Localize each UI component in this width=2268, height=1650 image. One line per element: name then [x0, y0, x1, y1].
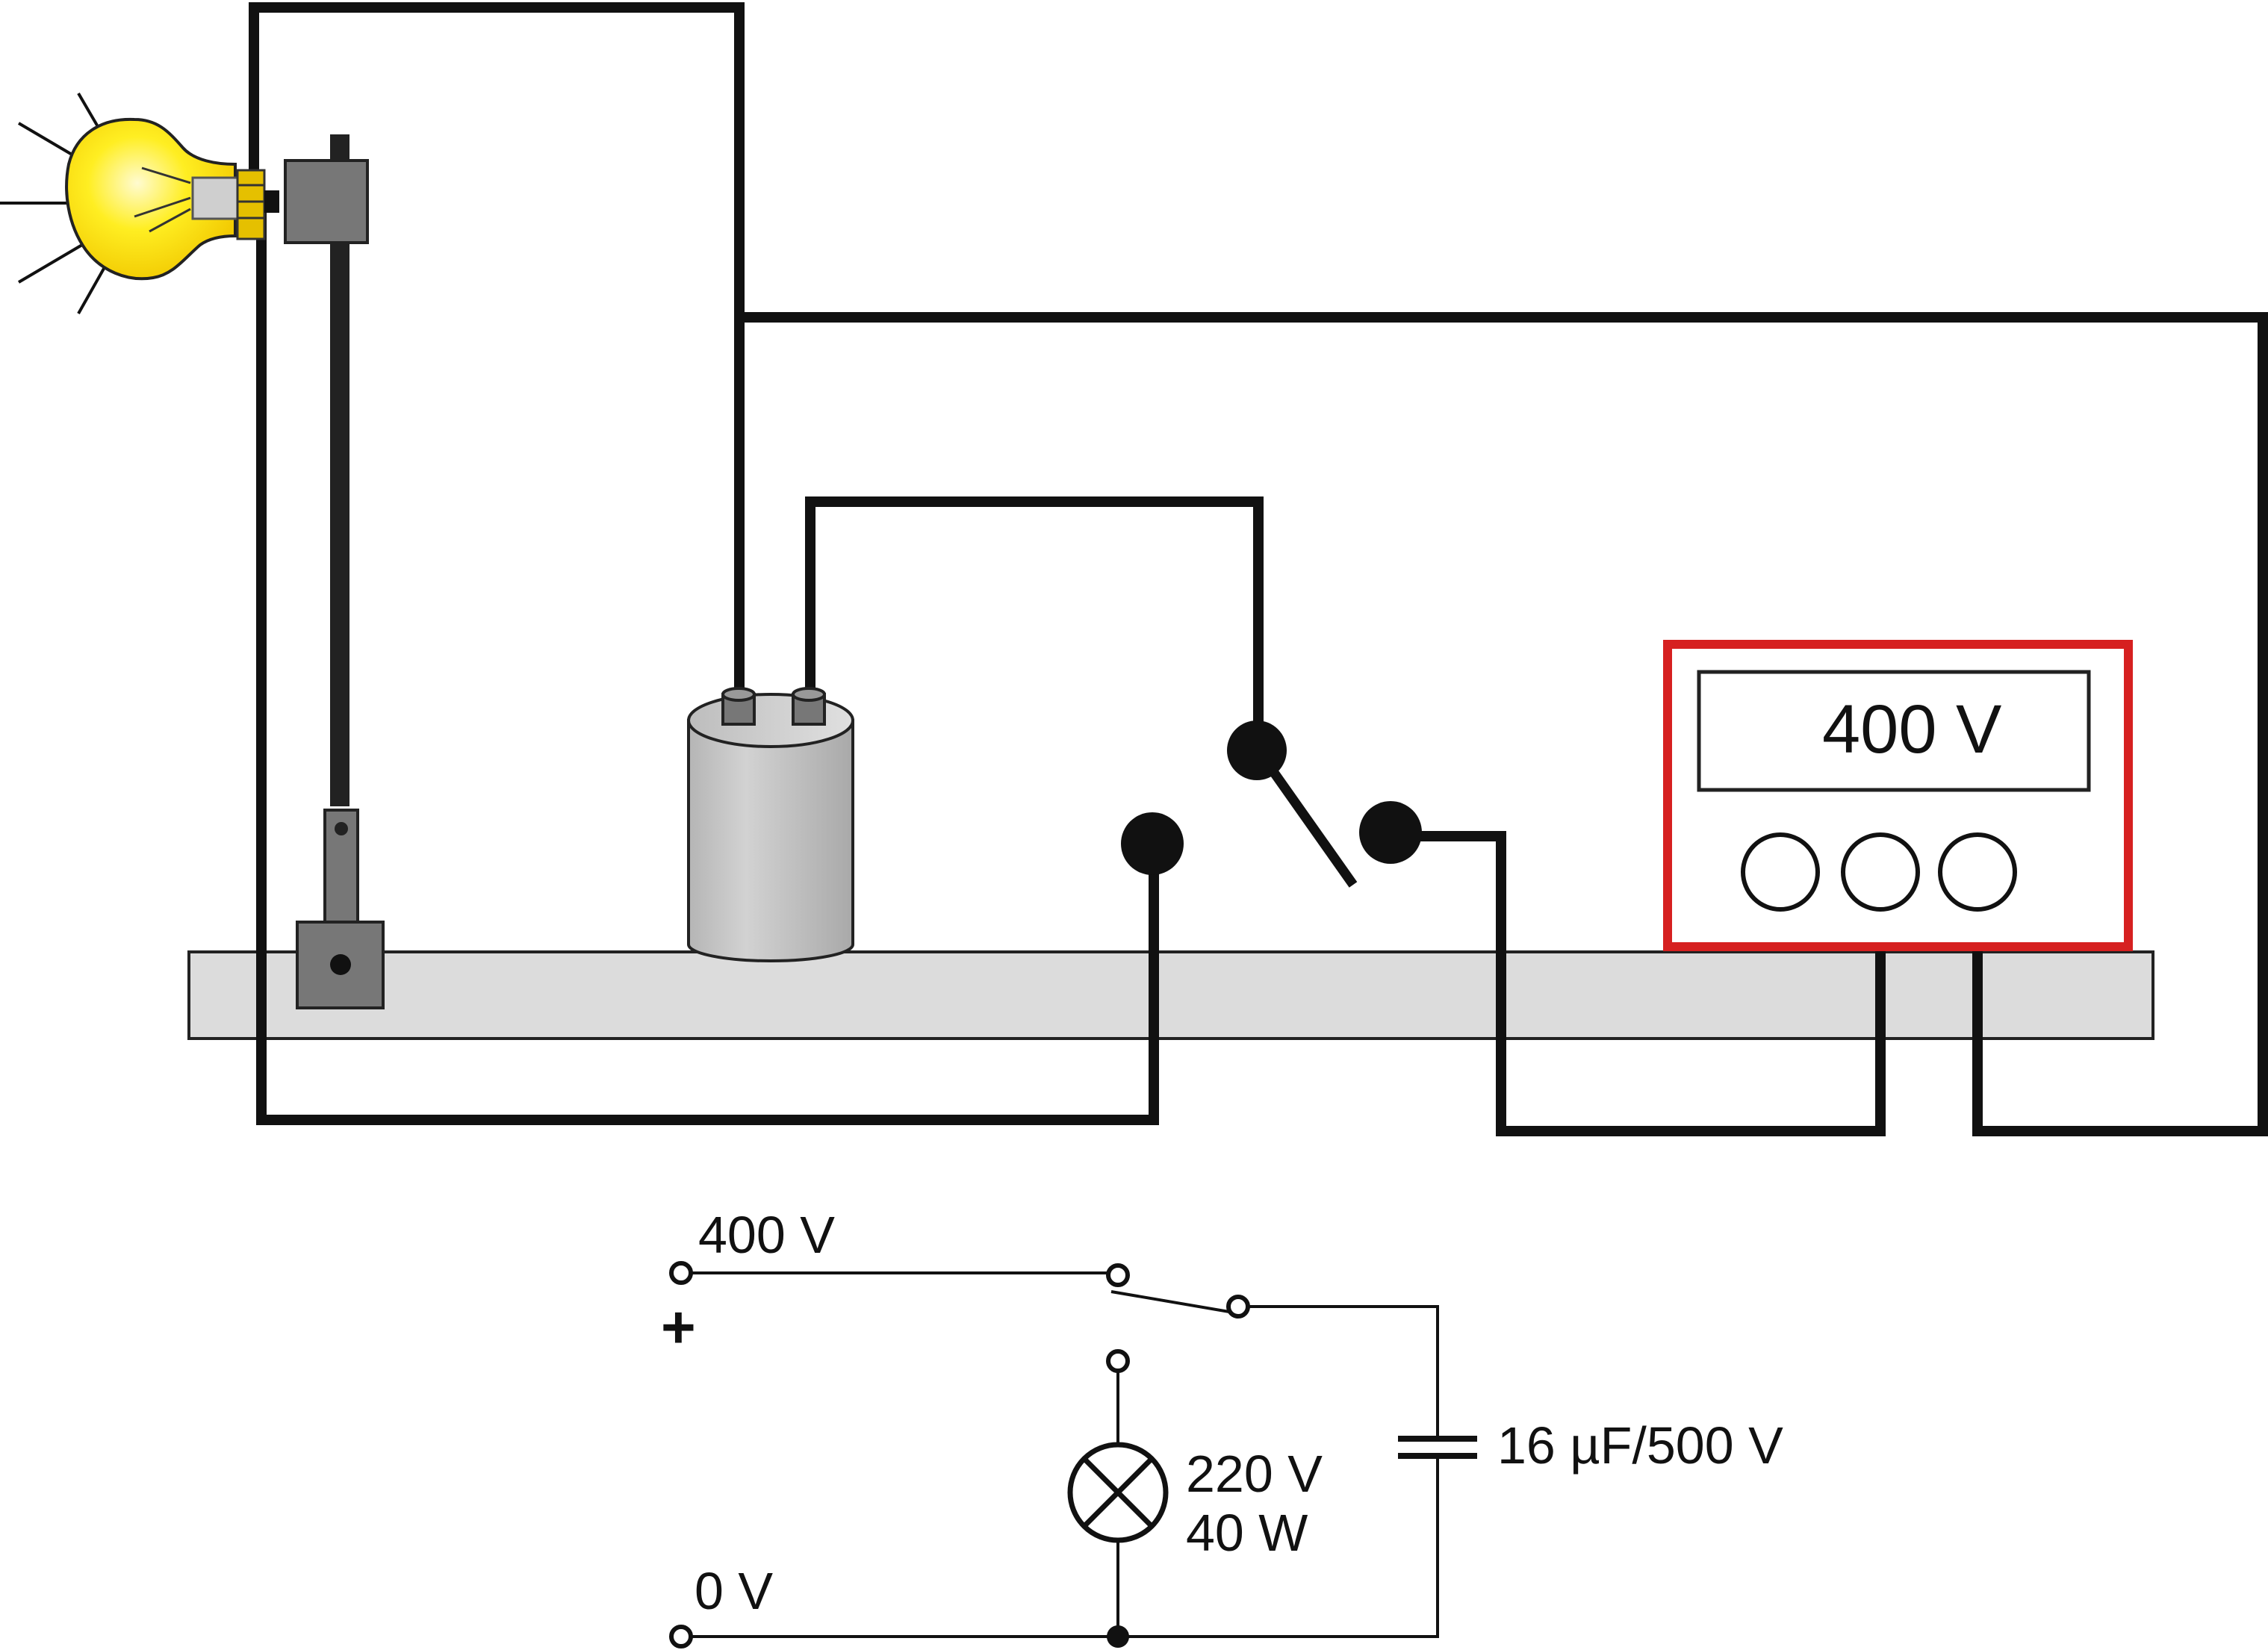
capacitor-top	[687, 693, 854, 748]
schematic-capacitor-icon	[1398, 1436, 1477, 1459]
light-bulb-icon	[0, 92, 279, 314]
schematic-lamp-icon	[1067, 1442, 1169, 1543]
label-capacitor-rating: 16 µF/500 V	[1497, 1416, 1783, 1475]
base-screw-icon	[330, 954, 351, 975]
stand-clamp	[284, 159, 369, 244]
wire-lamp-to-capacitor	[249, 2, 745, 691]
schematic-terminals	[669, 1261, 1250, 1649]
label-lamp-voltage: 220 V	[1186, 1445, 1323, 1503]
schematic: 400 V + 0 V 220 V 40 W 16 µF/500 V	[661, 1206, 1783, 1649]
switch-contact-lamp	[1106, 1349, 1130, 1373]
switch-contact-top	[1106, 1263, 1130, 1287]
capacitor-terminal-left	[721, 687, 756, 726]
wire-lamp-to-lamp-contact	[256, 200, 1159, 1125]
label-supply-high: 400 V	[698, 1206, 835, 1264]
stand-pin	[335, 822, 348, 835]
capacitor-icon	[687, 687, 854, 962]
switch-contact-right	[1226, 1295, 1250, 1319]
wiring	[249, 2, 2268, 1136]
bulb-neck	[191, 176, 240, 220]
bench-board	[187, 950, 2154, 1040]
lamp-stand	[284, 134, 385, 1009]
junction-dot	[1107, 1625, 1129, 1648]
terminal-0v	[669, 1625, 693, 1649]
meter-display-reading: 400 V	[1822, 691, 2001, 768]
switch-pivot	[1227, 720, 1287, 780]
terminal-400v	[669, 1261, 693, 1285]
capacitor-terminal-right	[792, 687, 826, 726]
wire-capacitor-to-switch	[805, 496, 1264, 748]
bulb-glass	[65, 117, 237, 281]
wire-capacitor-to-meter-right	[739, 312, 2268, 1136]
label-polarity: +	[661, 1294, 696, 1360]
meter-socket-middle	[1841, 832, 1920, 912]
wire-contact-to-meter-middle	[1389, 831, 1886, 1136]
switch-icon	[1121, 720, 1422, 888]
schematic-lines	[681, 1271, 1439, 1638]
contact-lamp-side	[1121, 812, 1184, 875]
stand-rod	[330, 134, 349, 806]
voltmeter-icon: 400 V	[1663, 640, 2133, 951]
meter-socket-left	[1741, 832, 1820, 912]
meter-display-box	[1697, 670, 2091, 792]
meter-socket-right	[1938, 832, 2017, 912]
capacitor-body	[687, 719, 854, 962]
contact-meter-side	[1359, 801, 1422, 864]
label-lamp-power: 40 W	[1186, 1504, 1308, 1562]
schematic-switch-blade	[1110, 1290, 1234, 1314]
label-supply-low: 0 V	[695, 1562, 773, 1620]
bulb-screw-base	[236, 169, 279, 240]
